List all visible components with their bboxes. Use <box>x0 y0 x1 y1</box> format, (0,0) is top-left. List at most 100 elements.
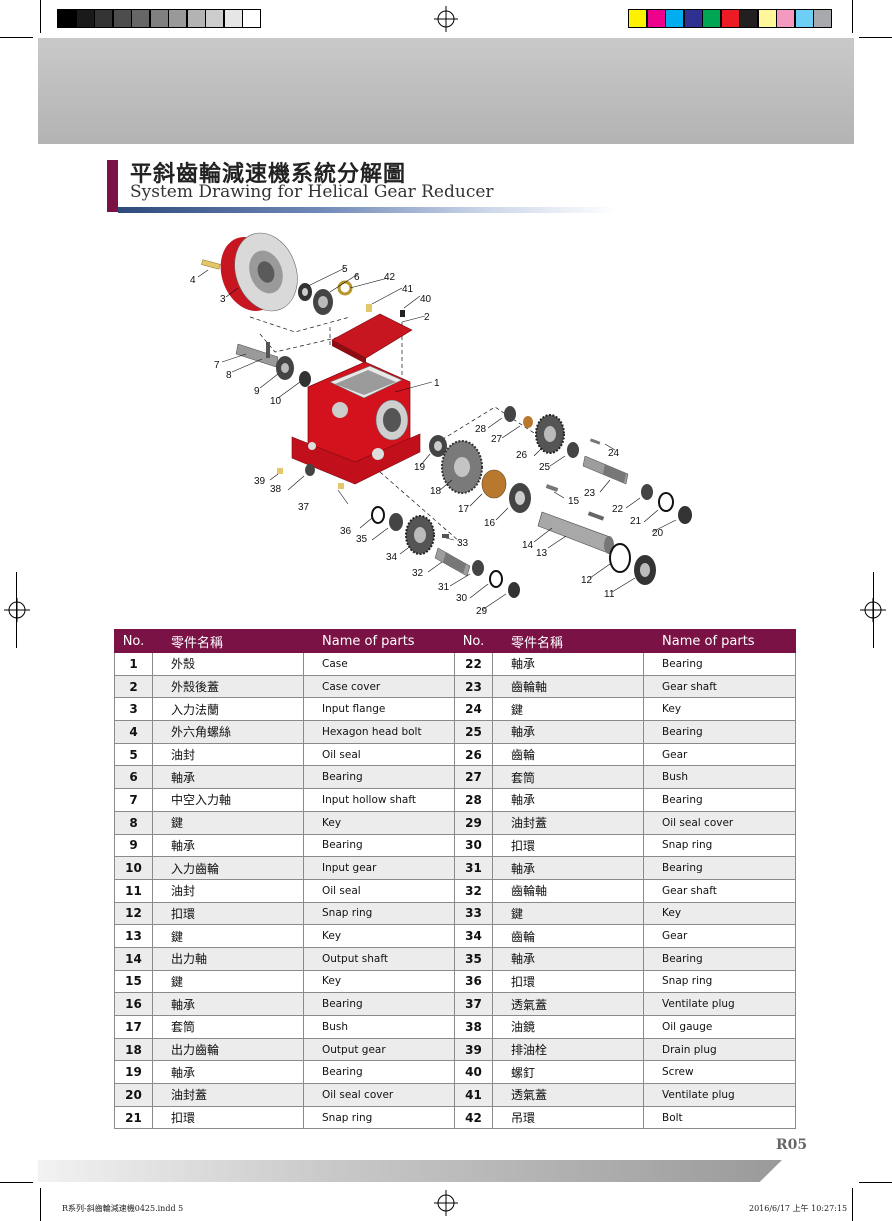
registration-mark-top <box>434 6 458 32</box>
part-number: 28 <box>454 788 493 812</box>
part-number: 5 <box>114 742 153 767</box>
part-number: 38 <box>454 1015 493 1039</box>
part-name-chinese: 油封 <box>152 742 304 767</box>
bush-part <box>481 469 507 499</box>
part-name-english: Gear <box>643 742 796 767</box>
part-number: 14 <box>114 946 153 971</box>
gray-swatch <box>149 9 169 28</box>
snap-ring-part <box>489 570 503 588</box>
part-number: 36 <box>454 969 493 994</box>
part-name-chinese: 齒輪軸 <box>492 878 644 903</box>
part-name-english: Screw <box>643 1060 796 1085</box>
part-callout-label: 31 <box>438 582 450 593</box>
part-callout-label: 26 <box>516 450 528 461</box>
part-name-chinese: 軸承 <box>152 765 304 790</box>
part-name-chinese: 軸承 <box>492 788 644 812</box>
part-callout-label: 37 <box>298 502 310 513</box>
part-number: 41 <box>454 1083 493 1107</box>
color-swatch <box>665 9 684 28</box>
exploded-view-diagram: 1234567891011121314151617181920212223242… <box>190 232 692 617</box>
screw-part <box>400 310 405 317</box>
part-number: 33 <box>454 901 493 926</box>
part-callout-label: 30 <box>456 593 468 604</box>
part-name-english: Snap ring <box>643 969 796 994</box>
crop-mark <box>16 572 17 648</box>
gray-swatch <box>57 9 76 28</box>
part-name-chinese: 透氣蓋 <box>492 992 644 1016</box>
print-slug-timestamp: 2016/6/17 上午 10:27:15 <box>749 1204 848 1213</box>
part-name-english: Gear shaft <box>643 674 796 699</box>
gray-swatch <box>186 9 206 28</box>
part-number: 15 <box>114 969 153 994</box>
input-gear-part <box>299 371 311 387</box>
part-name-chinese: 油鏡 <box>492 1015 644 1039</box>
part-name-english: Output gear <box>303 1037 455 1062</box>
part-number: 19 <box>114 1060 153 1085</box>
part-name-english: Oil seal cover <box>303 1083 455 1107</box>
part-callout-label: 36 <box>340 526 352 537</box>
part-callout-label: 32 <box>412 568 424 579</box>
part-callout-label: 20 <box>652 528 664 539</box>
part-name-english: Oil seal <box>303 878 455 903</box>
output-gear-part <box>441 440 483 494</box>
part-name-chinese: 吊環 <box>492 1105 644 1130</box>
part-name-english: Bush <box>643 765 796 790</box>
part-name-english: Ventilate plug <box>643 992 796 1016</box>
part-callout-label: 3 <box>220 294 226 305</box>
part-number: 13 <box>114 924 153 948</box>
color-swatch <box>702 9 721 28</box>
part-number: 26 <box>454 742 493 767</box>
page-title-english: System Drawing for Helical Gear Reducer <box>130 182 494 202</box>
column-header-no: No. <box>114 629 153 653</box>
bearing-part <box>389 513 403 531</box>
part-callout-label: 23 <box>584 488 596 499</box>
gray-swatch <box>223 9 243 28</box>
part-name-english: Input flange <box>303 697 455 722</box>
part-number: 42 <box>454 1105 493 1130</box>
oil-seal-cover-part <box>678 506 692 524</box>
hex-bolt-part <box>201 259 221 270</box>
part-callout-label: 40 <box>420 294 432 305</box>
part-callout-label: 16 <box>484 518 496 529</box>
part-name-english: Snap ring <box>643 833 796 858</box>
part-number: 21 <box>114 1105 153 1130</box>
part-name-english: Snap ring <box>303 901 455 926</box>
part-name-chinese: 鍵 <box>492 901 644 926</box>
part-name-english: Key <box>303 924 455 948</box>
part-callout-label: 38 <box>270 484 282 495</box>
part-name-chinese: 套筒 <box>152 1015 304 1039</box>
part-callout-label: 41 <box>402 284 414 295</box>
bearing-part <box>504 406 516 422</box>
part-name-chinese: 外殼 <box>152 652 304 676</box>
part-callout-label: 42 <box>384 272 396 283</box>
gray-swatch <box>205 9 224 28</box>
color-swatch <box>628 9 647 28</box>
part-callout-label: 39 <box>254 476 266 487</box>
part-number: 12 <box>114 901 153 926</box>
part-callout-label: 4 <box>190 275 196 286</box>
part-number: 22 <box>454 652 493 676</box>
gray-swatch <box>94 9 113 28</box>
part-name-chinese: 套筒 <box>492 765 644 790</box>
color-swatch <box>813 9 832 28</box>
title-accent-bar <box>107 160 118 212</box>
part-name-english: Bush <box>303 1015 455 1039</box>
part-callout-label: 29 <box>476 606 488 617</box>
part-callout-label: 7 <box>214 360 220 371</box>
part-name-chinese: 鍵 <box>492 697 644 722</box>
part-name-chinese: 外六角螺絲 <box>152 720 304 744</box>
part-number: 27 <box>454 765 493 790</box>
part-number: 1 <box>114 652 153 676</box>
part-name-chinese: 油封 <box>152 878 304 903</box>
snap-ring-part <box>609 543 631 573</box>
column-header-english-name: Name of parts <box>303 629 455 653</box>
print-slug-filename: R系列-斜齒輪減速機0425.indd 5 <box>62 1204 184 1213</box>
bearing-part <box>472 560 484 576</box>
